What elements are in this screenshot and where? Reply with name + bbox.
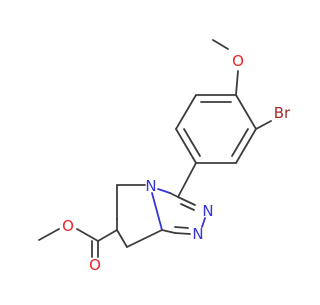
bond-c3-n4: [157, 188, 171, 194]
bond-n1-c8a-double: [174, 226, 189, 229]
bond-c8a-n1-stub: [161, 229, 176, 234]
bond-n2-n1: [201, 217, 206, 228]
atom-o-ether: O: [232, 52, 244, 70]
atom-o-ester: O: [62, 217, 74, 235]
bond-methyl-o: [212, 39, 229, 50]
molecule-structure: O Br N N N O O: [38, 39, 291, 274]
atom-n2: N: [202, 202, 213, 220]
bond-c3-n2: [177, 196, 196, 206]
atom-br: Br: [274, 104, 291, 122]
molecule-canvas: O Br N N N O O: [38, 39, 291, 274]
bond-n4-c8a: [151, 192, 163, 231]
bond-c3-n4-dark: [169, 192, 179, 198]
bond-c-br: [255, 120, 272, 130]
bond-ring-c: [175, 128, 197, 164]
bond-c7-c8: [116, 229, 128, 248]
bond-aryl-triazole: [177, 162, 197, 198]
bond-o-methyl: [38, 228, 60, 241]
bond-carbonyl-o: [76, 228, 99, 242]
bond-o-aryl: [235, 70, 239, 96]
atom-o-carbonyl: O: [89, 256, 101, 274]
bond-ring-inner-3: [231, 128, 249, 157]
atom-n1: N: [192, 225, 203, 243]
bond-c3-n2-double: [180, 203, 195, 211]
bond-c7-carbonyl: [97, 229, 118, 242]
bond-ring-e: [235, 128, 257, 164]
bond-ring-b: [175, 94, 197, 130]
bond-n1-c8a: [174, 232, 191, 235]
bond-c8-c8a: [126, 229, 163, 248]
atom-n4: N: [145, 177, 156, 195]
bond-ring-inner-2: [183, 128, 201, 157]
bond-ring-f: [235, 94, 257, 130]
